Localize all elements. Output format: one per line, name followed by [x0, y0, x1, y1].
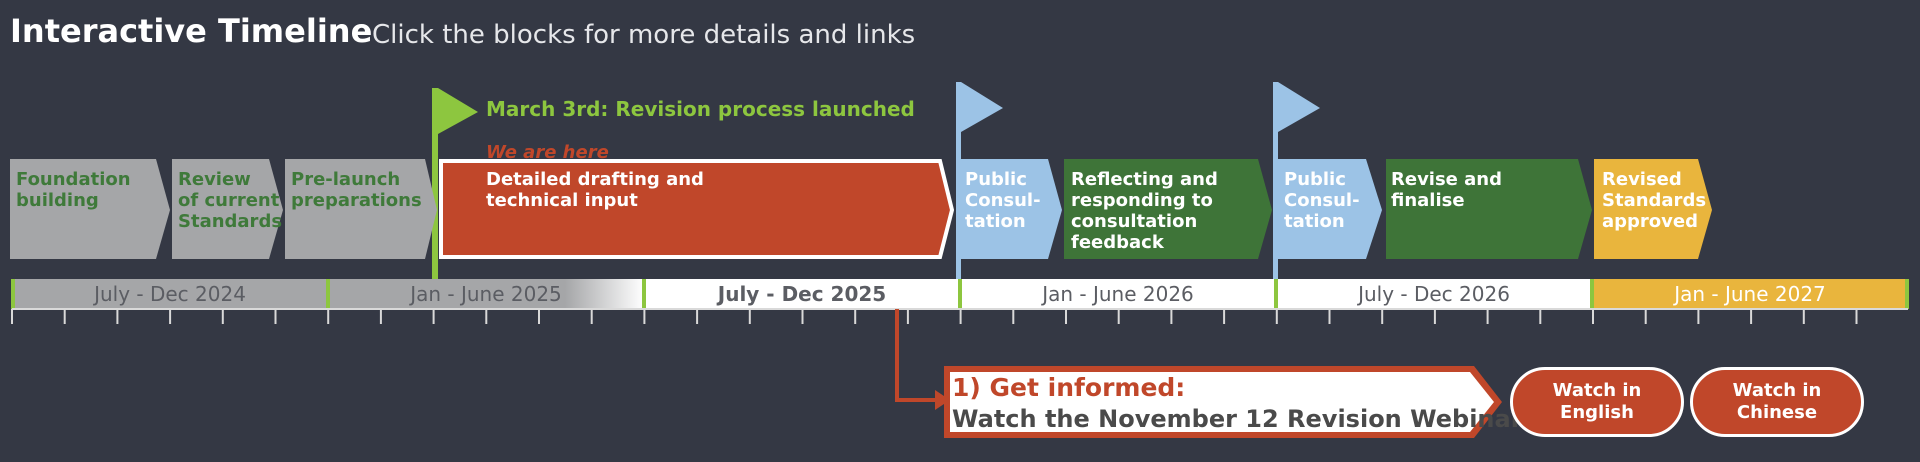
consultation-flag-icon-2 [1278, 82, 1320, 132]
cta-heading: 1) Get informed: [952, 373, 1186, 402]
period-label-4: Jan - June 2026 [1042, 282, 1194, 306]
timeline-ticks [11, 309, 1858, 324]
period-label-3: July - Dec 2025 [717, 282, 887, 306]
block-foundation-building[interactable] [10, 159, 170, 259]
cta-text: Watch the November 12 Revision Webinar [952, 405, 1523, 433]
block-review-standards[interactable] [172, 159, 283, 259]
cta-banner-inner [950, 372, 1494, 432]
period-label-2: Jan - June 2025 [410, 282, 562, 306]
period-label-1: July - Dec 2024 [94, 282, 246, 306]
period-label-5: July - Dec 2026 [1358, 282, 1510, 306]
period-bar-3 [644, 279, 960, 309]
block-detailed-drafting[interactable] [439, 159, 955, 259]
consultation-flag-icon-1 [961, 82, 1003, 132]
page-title: Interactive Timeline [10, 12, 373, 50]
block-revise-finalise[interactable] [1386, 159, 1592, 259]
block-public-consultation-2[interactable] [1276, 159, 1382, 259]
page-subtitle: Click the blocks for more details and li… [372, 20, 916, 50]
consultation-flag-pole-2 [1273, 82, 1278, 279]
milestone-flag-icon [438, 88, 478, 134]
period-bar-1 [12, 279, 328, 309]
milestone-label: March 3rd: Revision process launched [486, 97, 915, 121]
current-position-marker: We are here [486, 142, 609, 163]
block-public-consultation-1[interactable] [957, 159, 1062, 259]
period-bar-6 [1592, 279, 1908, 309]
period-bar-5 [1276, 279, 1592, 309]
cta-arrow-icon [935, 390, 950, 410]
cta-connector [895, 309, 938, 402]
period-bar-2 [328, 279, 644, 309]
block-pre-launch[interactable] [285, 159, 437, 259]
block-reflecting-feedback[interactable] [1064, 159, 1272, 259]
block-revised-approved[interactable] [1594, 159, 1712, 259]
period-bar-4 [960, 279, 1276, 309]
period-separators [11, 279, 1909, 309]
milestone-flag-pole [432, 88, 438, 279]
period-label-6: Jan - June 2027 [1674, 282, 1826, 306]
